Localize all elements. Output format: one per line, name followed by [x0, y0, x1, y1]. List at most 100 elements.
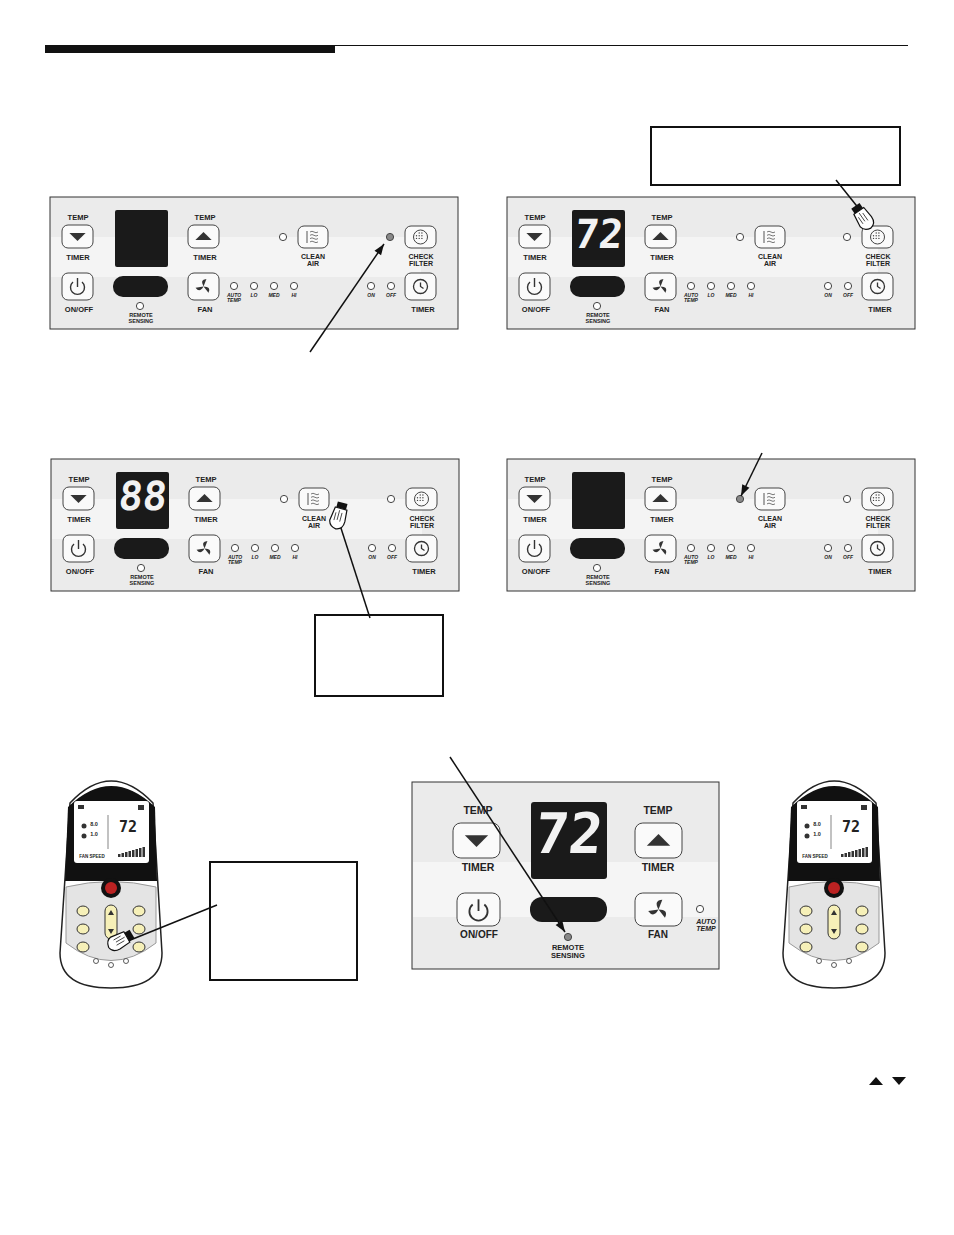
rocker-arrows — [108, 910, 114, 934]
button — [63, 487, 94, 510]
clean-air-icon — [310, 231, 318, 233]
panel-label: FAN — [618, 930, 698, 941]
button — [188, 225, 219, 248]
remote-small-button — [832, 963, 837, 968]
panel-label: 1.0 — [813, 831, 821, 837]
fan-speed-bar — [866, 847, 869, 857]
filter-icon — [873, 238, 874, 239]
hand-fingers — [857, 211, 868, 223]
panel-label: TIMER — [622, 516, 702, 524]
indicator-led — [747, 544, 754, 551]
button — [635, 823, 682, 858]
panel-label: CHECK FILTER — [410, 515, 435, 529]
display-digits: 72 — [532, 801, 606, 866]
rect-shape — [453, 823, 500, 858]
filter-icon — [876, 500, 877, 501]
panel-label: AUTO TEMP — [227, 292, 241, 303]
timer-icon — [414, 280, 428, 294]
filter-icon — [421, 235, 422, 236]
clock-icon — [82, 834, 87, 839]
fan-icon — [196, 287, 204, 291]
leader-arrowhead — [556, 921, 565, 932]
filter-icon — [422, 500, 423, 501]
fan-icon — [661, 287, 667, 293]
rect-shape — [63, 535, 94, 562]
screen-divider — [108, 815, 109, 849]
panel-label: REMOTE SENSING — [586, 574, 611, 586]
panel-label: TEMP — [622, 476, 702, 484]
leader-line — [741, 453, 762, 496]
panel-label: TEMP — [196, 475, 217, 484]
down-arrow-icon — [526, 495, 542, 503]
panel-label: TIMER — [650, 253, 673, 262]
panel-label: ON — [361, 293, 381, 298]
panel-label: AUTO TEMP — [680, 293, 702, 304]
button — [755, 226, 785, 248]
panel-label: AUTO TEMP — [224, 555, 246, 566]
screen-divider — [831, 815, 832, 849]
remote-button — [77, 906, 89, 916]
panel-label: OFF — [387, 554, 397, 560]
fan-icon — [659, 910, 667, 918]
panel-label: LO — [251, 292, 258, 298]
button — [189, 535, 220, 562]
panel-label: TEMP — [525, 213, 546, 222]
panel-label: TEMP — [495, 214, 575, 222]
rect-shape — [645, 225, 676, 248]
indicator-led — [279, 233, 286, 240]
indicator-led — [707, 544, 714, 551]
control-panel — [50, 197, 458, 329]
panel-label: OFF — [386, 292, 396, 298]
clean-air-icon — [767, 500, 775, 502]
panel-label: FAN SPEED — [75, 855, 109, 860]
panel-label: ON/OFF — [522, 567, 550, 576]
remote-temp-rocker — [105, 905, 117, 939]
display-window — [531, 802, 607, 879]
panel-label: TIMER — [495, 254, 575, 262]
panel-label: TIMER — [523, 253, 546, 262]
remote-button — [77, 942, 89, 952]
power-icon — [534, 278, 535, 287]
panel-label: FAN SPEED — [79, 854, 105, 859]
indicator-led — [696, 905, 703, 912]
indicator-led — [593, 302, 600, 309]
button — [519, 273, 550, 300]
power-icon — [77, 278, 78, 287]
panel-label: CLEAN AIR — [301, 253, 325, 267]
panel-label: MED — [721, 555, 741, 560]
panel-label: OFF — [838, 555, 858, 560]
remote-button — [133, 924, 145, 934]
panel-label: ON/OFF — [496, 306, 576, 314]
filter-icon — [878, 497, 879, 498]
indicator-led — [388, 544, 395, 551]
indicator-led — [368, 544, 375, 551]
remote-screen — [797, 801, 872, 863]
rect-shape — [635, 823, 682, 858]
panel-label: OFF — [843, 554, 853, 560]
clean-air-icon — [767, 241, 775, 243]
display-digits: 72 — [572, 211, 625, 257]
panel-label: ON — [818, 293, 838, 298]
power-icon — [534, 540, 535, 549]
fan-speed-bar — [139, 848, 142, 857]
clean-air-icon — [767, 235, 775, 237]
button — [453, 823, 500, 858]
panel-label: FAN — [648, 929, 668, 940]
button — [62, 225, 93, 248]
panel-label: LO — [701, 555, 721, 560]
filter-icon — [422, 497, 423, 498]
indicator-led — [843, 233, 850, 240]
panel-label: ON/OFF — [496, 568, 576, 576]
indicator-led — [137, 564, 144, 571]
panel-label: FAN SPEED — [798, 855, 832, 860]
rect-shape — [188, 273, 219, 300]
panel-label: AUTO TEMP — [684, 292, 698, 303]
indicator-led — [280, 495, 287, 502]
panel-label: TIMER — [840, 306, 920, 314]
panel-label: TIMER — [642, 861, 675, 873]
panel-label: TEMP — [618, 805, 698, 816]
rect-shape — [519, 535, 550, 562]
panel-label: AUTO TEMP — [228, 554, 242, 565]
panel-label: REMOTE SENSING — [575, 575, 621, 587]
panel-label: FAN — [166, 568, 246, 576]
